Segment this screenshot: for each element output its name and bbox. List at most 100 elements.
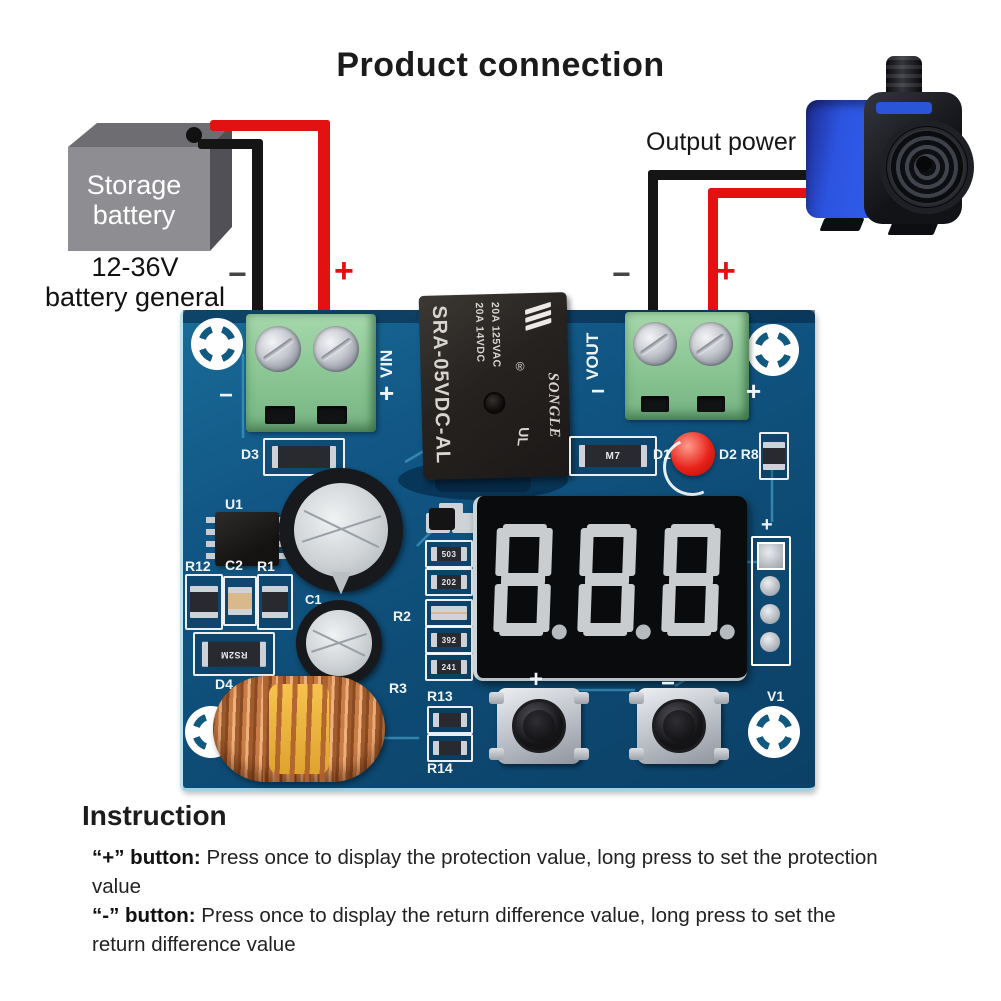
r12-label: R12 [185,558,211,574]
smd-resistor: 202 [425,568,473,596]
r8-resistor [759,432,789,480]
display-digits [492,524,739,640]
vout-silkscreen-label: VOUT [583,332,602,380]
plus-button [489,688,589,764]
output-negative-wire-horizontal [648,170,816,180]
vout-screw-positive [689,322,733,366]
d2-r8-label: D2 R8 [719,446,759,462]
c2-label: C2 [225,557,243,573]
header-pad [760,604,780,624]
minus-button [629,688,729,764]
page-title: Product connection [336,46,665,84]
output-minus-sign: − [612,256,631,292]
u1-label: U1 [225,496,243,512]
c1-label: C1 [305,592,322,607]
battery-plus-sign: + [334,252,354,290]
vout-plus-silkscreen: + [746,376,762,406]
output-plus-sign: + [716,252,736,290]
seven-segment-display [473,496,747,681]
sot23-transistor [429,508,455,530]
plus-button-term: “+” button: [92,846,201,869]
output-positive-wire-vertical [708,188,718,316]
header-pad [760,632,780,652]
ul-mark: UL [514,427,533,447]
battery-label-line2: battery [92,200,176,230]
battery-positive-wire-horizontal [210,120,330,131]
header-plus-silkscreen: + [761,514,773,536]
battery-illustration [68,123,232,251]
vin-terminal-block [246,314,376,432]
plus-button-cap [512,699,566,753]
vout-minus-silkscreen: − [591,378,606,405]
header-pad-square [757,542,785,570]
pump-front-housing [864,92,974,224]
resistor-value: 241 [430,659,468,675]
vout-wire-slot [697,396,725,412]
battery-negative-wire-horizontal [198,139,262,149]
r1-label: R1 [257,558,275,574]
plus-button-silkscreen: + [529,666,544,693]
battery-negative-wire-vertical [252,139,263,315]
registered-mark: ® [515,359,525,374]
vin-minus-silkscreen: − [219,382,234,409]
vin-wire-slot [265,406,295,424]
instruction-text: “+” button: Press once to display the pr… [92,843,892,959]
r2-label: R2 [393,608,411,624]
programming-header [751,536,791,666]
resistor-value: 202 [430,574,468,590]
d4-label: D4 [215,676,233,692]
output-power-label: Output power [646,128,797,156]
battery-positive-wire-vertical [318,120,330,314]
pcb-module: VIN − + SRA-05VDC-AL 20A 14VDC 20A 125VA… [180,292,815,791]
smd-resistor: 392 [425,626,473,654]
r13-label: R13 [427,688,453,704]
minus-button-description: Press once to display the return differe… [92,904,836,956]
toroidal-inductor [213,676,385,782]
vin-screw-negative [255,326,301,372]
output-negative-wire-vertical [648,170,658,316]
r3-label: R3 [389,680,407,696]
rs2m-diode: RS2M [193,632,275,676]
minus-button-instruction: “-” button: Press once to display the re… [92,904,836,956]
r13-resistor [427,706,473,734]
vout-wire-slot [641,396,669,412]
plus-button-instruction: “+” button: Press once to display the pr… [92,846,878,898]
resistor-value: 503 [430,546,468,562]
pump-foot [819,218,865,231]
rs2m-marking: RS2M [202,641,266,667]
r1-resistor [257,574,293,630]
smd-resistor [425,599,473,627]
c2-capacitor [223,576,257,626]
small-capacitor [296,600,382,686]
relay-rating1-text: 20A 14VDC [472,302,487,363]
large-capacitor [279,468,403,595]
vout-terminal-block [625,312,749,420]
battery-voltage-caption: 12-36V [91,252,179,282]
vin-wire-slot [317,406,347,424]
r12-resistor [185,574,223,630]
r14-label: R14 [427,760,453,776]
m7-diode: M7 [569,436,657,476]
relay-model-text: SRA-05VDC-AL [427,305,455,465]
minus-button-cap [652,699,706,753]
relay: SRA-05VDC-AL 20A 14VDC 20A 125VAC ® SONG… [418,292,572,480]
header-pad [760,576,780,596]
v1-label: V1 [767,688,785,704]
vin-plus-silkscreen: + [379,378,395,408]
mounting-hole-top-right [747,324,799,376]
vin-silkscreen-label: VIN [377,349,396,378]
d3-label: D3 [241,446,259,462]
minus-button-term: “-” button: [92,904,196,927]
resistor-value: 392 [430,632,468,648]
battery-type-caption: battery general [44,282,226,312]
battery-label-line1: Storage [86,170,182,200]
output-positive-wire-horizontal [708,188,814,198]
instruction-heading: Instruction [82,800,227,831]
battery-minus-sign: − [228,256,247,292]
m7-marking: M7 [578,444,648,468]
mounting-hole-bottom-right [748,706,800,758]
songle-logo-icon [525,301,552,331]
plus-button-description: Press once to display the protection val… [92,846,878,898]
pump-collar [876,102,932,114]
